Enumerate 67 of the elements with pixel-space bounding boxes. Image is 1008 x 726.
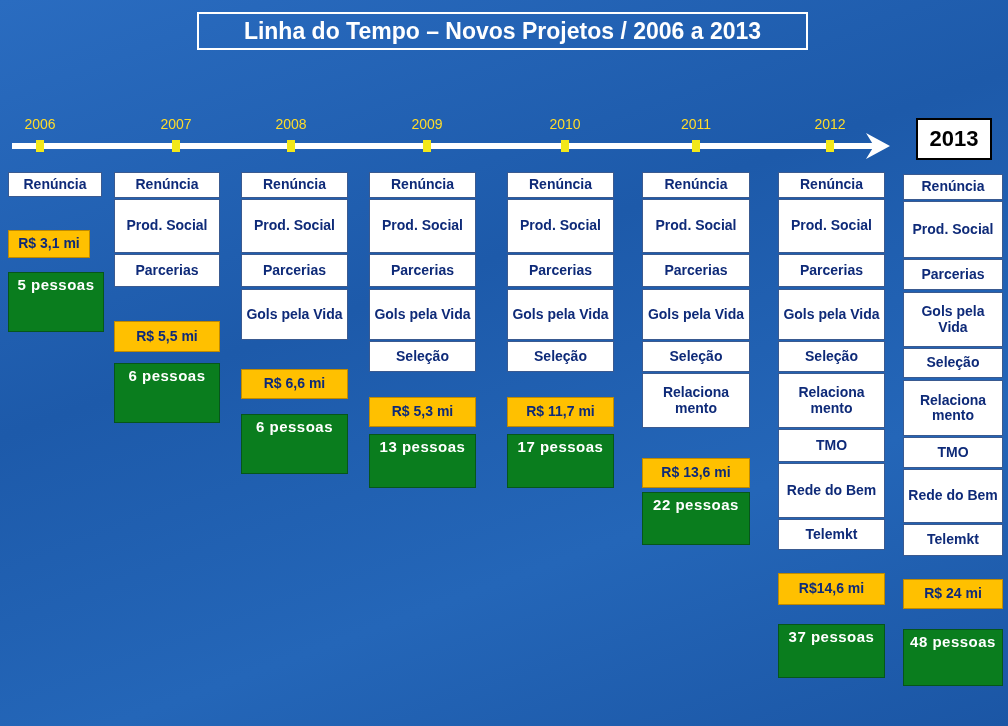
project-box: Gols pela Vida: [507, 289, 614, 340]
project-box: Rede do Bem: [778, 463, 885, 518]
project-box: Gols pela Vida: [369, 289, 476, 340]
project-box: Telemkt: [778, 519, 885, 550]
project-box: Prod. Social: [369, 199, 476, 253]
project-box: Parcerias: [903, 259, 1003, 290]
team-size-box: 13 pessoas: [369, 434, 476, 488]
project-box: Gols pela Vida: [241, 289, 348, 340]
project-box: Renúncia: [241, 172, 348, 198]
team-size-box: 6 pessoas: [241, 414, 348, 474]
budget-box: R$ 3,1 mi: [8, 230, 90, 258]
project-box: Relaciona mento: [642, 373, 750, 428]
budget-box: R$ 6,6 mi: [241, 369, 348, 399]
team-size-box: 17 pessoas: [507, 434, 614, 488]
project-box: Renúncia: [369, 172, 476, 198]
year-label: 2012: [813, 116, 847, 132]
project-box: Parcerias: [507, 254, 614, 287]
project-box: Relaciona mento: [778, 373, 885, 428]
year-box: 2013: [916, 118, 992, 160]
budget-box: R$ 13,6 mi: [642, 458, 750, 488]
budget-box: R$ 5,3 mi: [369, 397, 476, 427]
project-box: Gols pela Vida: [778, 289, 885, 340]
budget-box: R$14,6 mi: [778, 573, 885, 605]
project-box: Prod. Social: [642, 199, 750, 253]
year-label: 2006: [23, 116, 57, 132]
budget-box: R$ 11,7 mi: [507, 397, 614, 427]
team-size-box: 48 pessoas: [903, 629, 1003, 686]
project-box: Telemkt: [903, 524, 1003, 556]
project-box: Parcerias: [114, 254, 220, 287]
project-box: TMO: [903, 437, 1003, 468]
team-size-box: 37 pessoas: [778, 624, 885, 678]
team-size-box: 6 pessoas: [114, 363, 220, 423]
project-box: Renúncia: [778, 172, 885, 198]
project-box: Renúncia: [114, 172, 220, 198]
year-label: 2009: [410, 116, 444, 132]
project-box: Renúncia: [903, 174, 1003, 200]
project-box: Prod. Social: [507, 199, 614, 253]
budget-box: R$ 24 mi: [903, 579, 1003, 609]
team-size-box: 22 pessoas: [642, 492, 750, 545]
project-box: Seleção: [369, 341, 476, 372]
year-label: 2010: [548, 116, 582, 132]
project-box: Seleção: [778, 341, 885, 372]
project-box: Parcerias: [778, 254, 885, 287]
project-box: Gols pela Vida: [903, 292, 1003, 347]
project-box: Prod. Social: [778, 199, 885, 253]
project-box: Renúncia: [642, 172, 750, 198]
year-label: 2011: [679, 116, 713, 132]
project-box: Prod. Social: [241, 199, 348, 253]
project-box: Renúncia: [8, 172, 102, 197]
project-box: Seleção: [903, 348, 1003, 378]
year-label: 2007: [159, 116, 193, 132]
project-box: Prod. Social: [903, 201, 1003, 258]
year-label: 2008: [274, 116, 308, 132]
project-box: Parcerias: [369, 254, 476, 287]
project-box: Seleção: [507, 341, 614, 372]
project-box: Relaciona mento: [903, 380, 1003, 436]
project-box: Prod. Social: [114, 199, 220, 253]
project-box: Rede do Bem: [903, 469, 1003, 523]
project-box: Parcerias: [642, 254, 750, 287]
title: Linha do Tempo – Novos Projetos / 2006 a 2013: [197, 12, 808, 50]
project-box: Gols pela Vida: [642, 289, 750, 340]
project-box: Seleção: [642, 341, 750, 372]
project-box: Parcerias: [241, 254, 348, 287]
team-size-box: 5 pessoas: [8, 272, 104, 332]
budget-box: R$ 5,5 mi: [114, 321, 220, 352]
project-box: Renúncia: [507, 172, 614, 198]
project-box: TMO: [778, 429, 885, 462]
